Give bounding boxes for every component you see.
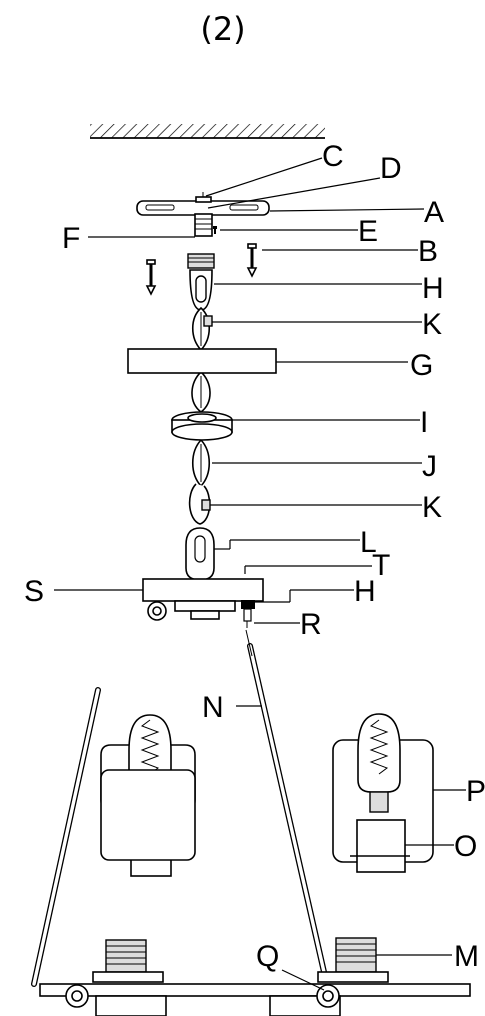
label-A: A	[424, 196, 444, 229]
rod-left	[31, 687, 101, 987]
label-L: L	[360, 526, 377, 559]
label-C: C	[322, 140, 344, 173]
label-M: M	[454, 940, 479, 973]
threaded-nipple	[194, 213, 213, 237]
left-shade-panel	[100, 769, 196, 861]
label-J: J	[422, 450, 437, 483]
label-H-top: H	[422, 272, 444, 305]
label-R: R	[300, 608, 322, 641]
mounting-screw-right	[246, 243, 258, 278]
bottom-frame	[39, 971, 471, 1016]
label-N: N	[202, 691, 224, 724]
fixture-body	[142, 578, 264, 621]
chain-clip-bottom	[201, 499, 211, 511]
part-labels: C D A E F B H K G I J K L T S H R N P O …	[24, 140, 485, 973]
leader-lines	[54, 157, 466, 991]
rod-center	[245, 629, 327, 975]
small-screw	[213, 226, 217, 234]
mounting-screw-left	[145, 259, 157, 296]
mounting-bar	[136, 192, 270, 216]
label-I: I	[420, 406, 428, 439]
label-G: G	[410, 349, 433, 382]
socket-left	[105, 939, 147, 973]
label-E: E	[358, 215, 378, 248]
label-Q: Q	[256, 940, 279, 973]
label-K-top: K	[422, 308, 442, 341]
ceiling	[90, 124, 325, 139]
label-F: F	[62, 222, 80, 255]
label-S: S	[24, 575, 44, 608]
label-T: T	[372, 549, 390, 582]
label-K-bottom: K	[422, 491, 442, 524]
label-P: P	[466, 775, 485, 808]
canopy	[127, 348, 277, 374]
label-H-side: H	[354, 575, 376, 608]
top-loop-nut	[187, 253, 215, 311]
label-D: D	[380, 152, 402, 185]
socket-cover	[356, 819, 406, 873]
right-lamp-shade	[332, 713, 434, 873]
label-O: O	[454, 830, 477, 863]
label-B: B	[418, 235, 438, 268]
collar-ring	[171, 411, 233, 441]
side-nut	[241, 600, 255, 628]
chain-clip-top	[203, 315, 213, 327]
step-number: (2)	[200, 10, 245, 48]
socket-right	[335, 937, 377, 973]
